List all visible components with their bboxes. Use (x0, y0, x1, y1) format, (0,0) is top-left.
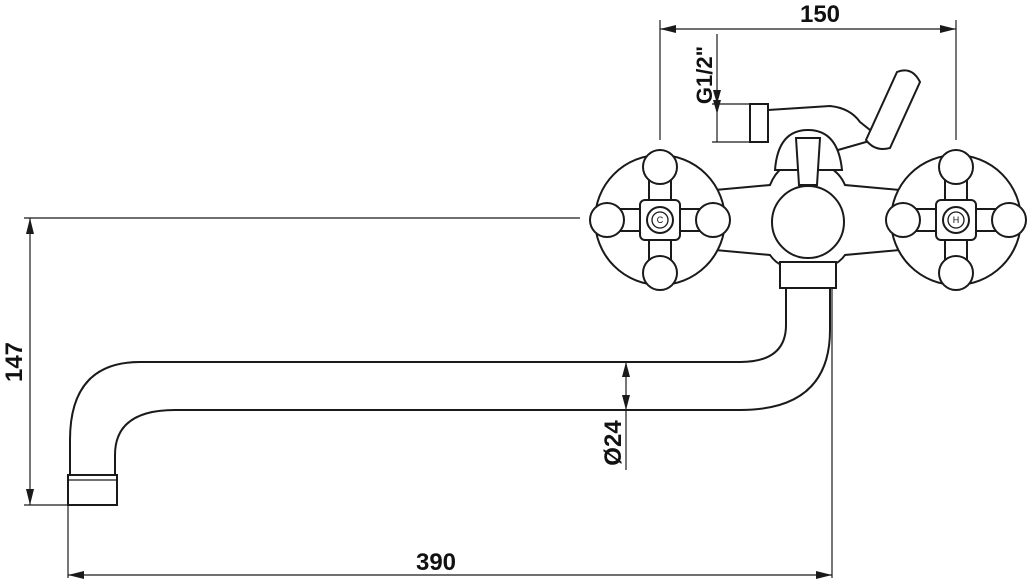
spout-aerator-tip (67, 474, 118, 506)
cold-mark: C (657, 215, 664, 225)
dimension-top-width-label: 150 (800, 1, 840, 28)
hot-mark: H (953, 215, 960, 225)
dimension-height-label: 147 (1, 342, 28, 382)
dimension-pipe-diameter: Ø24 (600, 362, 630, 470)
shower-diverter (749, 69, 922, 151)
dimension-overall-length: 390 (67, 288, 833, 579)
dimension-top-width: 150 (659, 1, 957, 140)
spout-pipe (69, 287, 831, 476)
hot-handle: H (885, 149, 1027, 291)
cold-handle: C (589, 149, 731, 291)
dimension-height: 147 (1, 217, 580, 506)
dimension-pipe-diameter-label: Ø24 (600, 420, 627, 466)
dimension-thread-label: G1/2" (692, 46, 717, 104)
dimension-thread: G1/2" (692, 34, 760, 143)
mixer-body (659, 128, 956, 289)
dimension-overall-length-label: 390 (416, 549, 456, 576)
